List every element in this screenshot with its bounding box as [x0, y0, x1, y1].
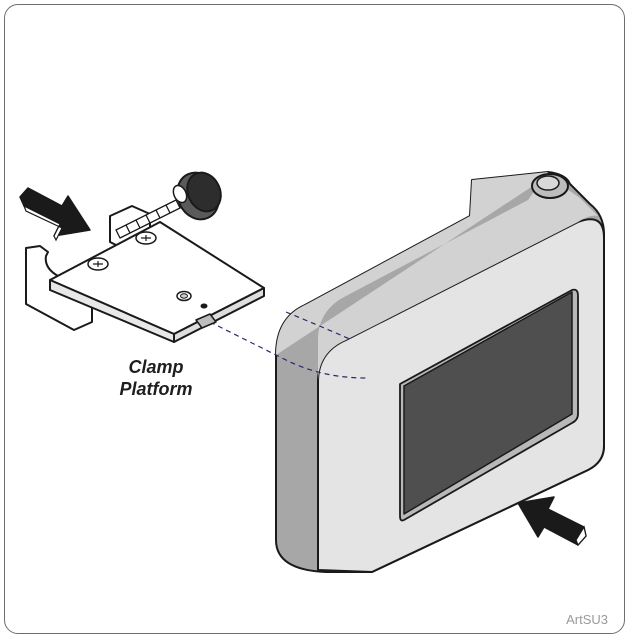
callout-line-1: Clamp	[128, 357, 184, 377]
clamp-platform	[25, 171, 265, 343]
device-screen	[403, 291, 573, 515]
pin-hole	[200, 303, 208, 309]
callout-line-2: Platform	[119, 379, 193, 399]
alignment-guides	[209, 311, 367, 379]
push-arrow-right-icon	[517, 496, 587, 546]
thumbscrew-knob-icon	[172, 171, 222, 221]
device	[275, 171, 605, 573]
device-top-face	[276, 172, 598, 382]
clamp-platform-callout: Clamp Platform	[96, 356, 216, 400]
art-id-label: ArtSU3	[566, 612, 608, 627]
